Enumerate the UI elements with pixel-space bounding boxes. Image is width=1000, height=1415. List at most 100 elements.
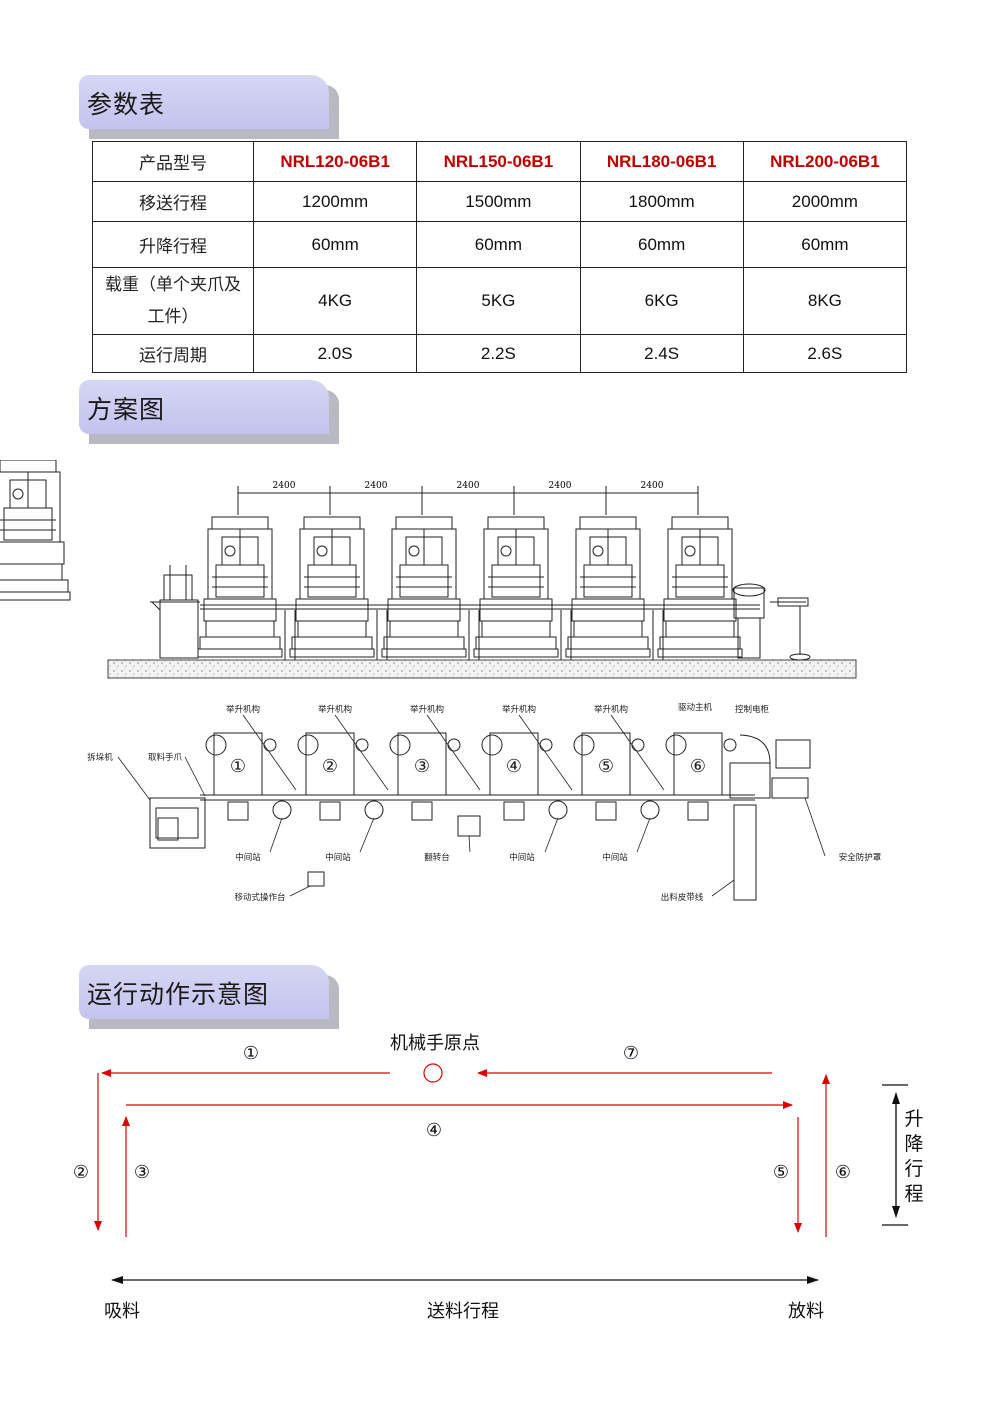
station-number: ② — [322, 756, 338, 777]
lift-stroke-char: 程 — [904, 1183, 923, 1205]
label-middle-station: 中间站 — [509, 852, 535, 863]
motion-labels: 机械手原点 ① ② ③ ④ ⑤ ⑥ ⑦ 升 降 行 程 吸料 送料行程 放料 — [73, 1033, 924, 1322]
station-number: ① — [230, 756, 246, 777]
lift-stroke-char: 升 — [904, 1108, 923, 1130]
press-1 — [197, 516, 283, 658]
table-cell: NRL200-06B1 — [742, 141, 908, 182]
dimension-label: 2400 — [457, 481, 480, 491]
step-label: ④ — [426, 1120, 442, 1141]
origin-circle — [423, 1063, 443, 1083]
table-cell: NRL120-06B1 — [252, 141, 418, 182]
table-cell: 60mm — [579, 221, 744, 268]
motion-path — [94, 1063, 830, 1237]
label-lift: 举升机构 — [502, 704, 536, 715]
line-scheme-drawing: 2400 2400 2400 2400 2400 — [0, 460, 882, 903]
label-drive: 驱动主机 — [678, 702, 713, 713]
origin-label: 机械手原点 — [390, 1033, 480, 1054]
drive-unit-front — [732, 583, 811, 661]
table-cell: 2.6S — [742, 334, 908, 373]
station-numbers: ① ② ③ ④ ⑤ ⑥ — [230, 756, 706, 777]
table-cell: 产品型号 — [92, 141, 254, 182]
label-cabinet: 控制电柜 — [735, 704, 770, 715]
table-cell: 1800mm — [579, 181, 744, 222]
table-cell: 2.0S — [252, 334, 418, 373]
station-number: ⑥ — [690, 756, 706, 777]
table-cell: 5KG — [416, 267, 581, 335]
dimension-label: 2400 — [641, 481, 664, 491]
dimension-line — [237, 486, 699, 515]
table-cell: 8KG — [742, 267, 908, 335]
destacker-front — [150, 565, 200, 659]
table-cell: 移送行程 — [92, 181, 254, 222]
step-label: ⑦ — [623, 1043, 639, 1064]
table-row: 产品型号 NRL120-06B1 NRL150-06B1 NRL180-06B1… — [92, 141, 908, 182]
place-label: 放料 — [788, 1301, 824, 1322]
press-5 — [565, 516, 651, 658]
plan-view — [149, 732, 811, 901]
plan-labels: 举升机构 举升机构 举升机构 举升机构 举升机构 驱动主机 控制电柜 拆垛机 取… — [87, 702, 882, 903]
table-row: 升降行程 60mm 60mm 60mm 60mm — [92, 221, 908, 268]
floor-foundation — [107, 659, 857, 679]
table-row: 运行周期 2.0S 2.2S 2.4S 2.6S — [92, 334, 908, 373]
table-cell: 载重（单个夹爪及 工件） — [92, 267, 254, 335]
table-cell: 1200mm — [252, 181, 418, 222]
table-row: 载重（单个夹爪及 工件） 4KG 5KG 6KG 8KG — [92, 267, 908, 335]
leader-lines — [117, 714, 826, 897]
table-cell: 升降行程 — [92, 221, 254, 268]
table-cell: 4KG — [252, 267, 418, 335]
label-middle-station: 中间站 — [235, 852, 261, 863]
table-cell: 1500mm — [416, 181, 581, 222]
label-console: 移动式操作台 — [234, 892, 285, 903]
press-3 — [381, 516, 467, 658]
motion-diagram: 机械手原点 ① ② ③ ④ ⑤ ⑥ ⑦ 升 降 行 程 吸料 送料行程 放料 — [73, 1033, 924, 1322]
parameter-table: 产品型号 NRL120-06B1 NRL150-06B1 NRL180-06B1… — [92, 141, 908, 373]
station-number: ⑤ — [598, 756, 614, 777]
press-2 — [289, 516, 375, 658]
label-middle-station: 中间站 — [602, 852, 628, 863]
row-label-line: 载重（单个夹爪及 — [105, 275, 241, 295]
label-lift: 举升机构 — [318, 704, 352, 715]
label-lift: 举升机构 — [594, 704, 628, 715]
lift-stroke-char: 行 — [904, 1158, 923, 1180]
section-header-params: 参数表 — [79, 75, 339, 139]
step-label: ⑤ — [773, 1162, 789, 1183]
table-cell: 2000mm — [742, 181, 908, 222]
table-cell: 2.2S — [416, 334, 581, 373]
station-number: ③ — [414, 756, 430, 777]
table-cell: 60mm — [742, 221, 908, 268]
section-title: 方案图 — [87, 395, 166, 424]
label-lift: 举升机构 — [410, 704, 444, 715]
label-lift: 举升机构 — [226, 704, 260, 715]
table-cell: NRL180-06B1 — [579, 141, 744, 182]
dimension-label: 2400 — [549, 481, 572, 491]
press-front — [0, 460, 71, 601]
label-guard: 安全防护罩 — [839, 852, 882, 863]
label-middle-station: 中间站 — [325, 852, 351, 863]
label-flip-table: 翻转台 — [424, 852, 450, 863]
step-label: ② — [73, 1162, 89, 1183]
step-label: ⑥ — [835, 1162, 851, 1183]
section-header-scheme: 方案图 — [79, 380, 339, 444]
station-number: ④ — [506, 756, 522, 777]
table-row: 移送行程 1200mm 1500mm 1800mm 2000mm — [92, 181, 908, 222]
press-6 — [657, 516, 743, 658]
step-label: ③ — [134, 1162, 150, 1183]
section-header-motion: 运行动作示意图 — [79, 965, 339, 1029]
transfer-bar — [200, 604, 760, 660]
lift-stroke-dimension — [882, 1084, 908, 1226]
table-cell: 60mm — [416, 221, 581, 268]
step-label: ① — [243, 1043, 259, 1064]
table-cell: 6KG — [579, 267, 744, 335]
table-cell: 60mm — [252, 221, 418, 268]
table-cell: NRL150-06B1 — [416, 141, 581, 182]
row-label-line: 工件） — [147, 307, 199, 327]
label-belt: 出料皮带线 — [661, 892, 704, 903]
section-title: 参数表 — [87, 90, 166, 119]
feed-stroke-label: 送料行程 — [427, 1301, 499, 1322]
pick-label: 吸料 — [104, 1301, 140, 1322]
lift-stroke-char: 降 — [904, 1133, 923, 1155]
table-cell: 运行周期 — [92, 334, 254, 373]
section-title: 运行动作示意图 — [87, 980, 270, 1009]
label-picker: 取料手爪 — [148, 752, 183, 763]
label-destacker: 拆垛机 — [87, 752, 113, 763]
